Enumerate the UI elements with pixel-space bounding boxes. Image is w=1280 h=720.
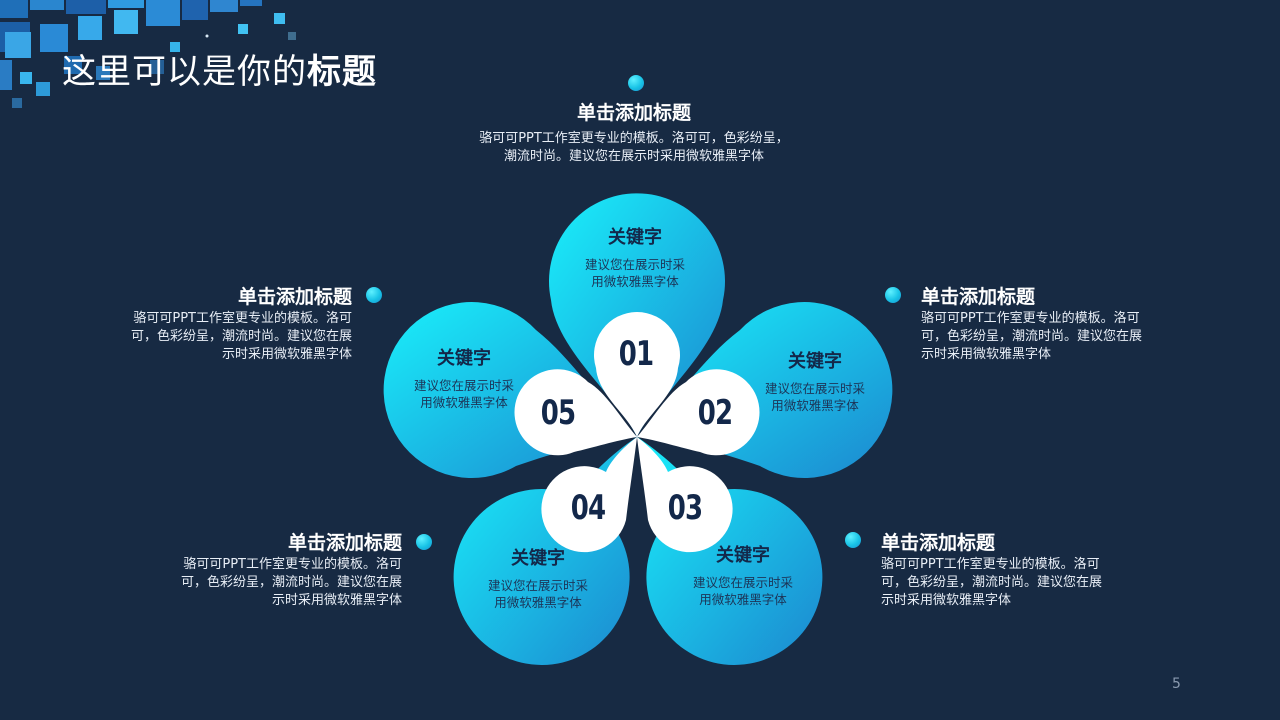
number-drop-03 <box>637 437 733 553</box>
text-block-left-lower-line1: 骆可可PPT工作室更专业的模板。洛可 <box>183 557 402 572</box>
petal-3-desc-line2: 用微软雅黑字体 <box>699 592 787 607</box>
text-block-left-lower-heading[interactable]: 单击添加标题 <box>287 532 402 554</box>
text-block-right-lower-line2: 可，色彩纷呈，潮流时尚。建议您在展 <box>881 575 1103 590</box>
petal-5-desc-line1: 建议您在展示时采 <box>413 378 514 393</box>
petal-number-04: 04 <box>570 488 606 528</box>
number-drop-05 <box>514 369 637 456</box>
petal-number-01: 01 <box>618 334 654 374</box>
text-block-left-lower-line2: 可，色彩纷呈，潮流时尚。建议您在展 <box>180 575 402 590</box>
petal-3-desc-line1: 建议您在展示时采 <box>692 575 793 590</box>
bullet-dot-left-upper <box>366 287 382 303</box>
decorative-pixel-squares <box>0 0 296 108</box>
petal-number-03: 03 <box>667 488 703 528</box>
number-drop-01 <box>594 312 680 437</box>
bullet-dot-right-lower <box>845 532 861 548</box>
petal-4-desc-line2: 用微软雅黑字体 <box>494 595 582 610</box>
text-block-left-upper-line1: 骆可可PPT工作室更专业的模板。洛可 <box>133 311 352 326</box>
petal-3-keyword: 关键字 <box>716 545 770 566</box>
petal-1-keyword: 关键字 <box>608 227 662 248</box>
petal-4-desc-line1: 建议您在展示时采 <box>487 578 588 593</box>
text-block-right-upper-line3: 示时采用微软雅黑字体 <box>921 347 1052 362</box>
text-block-left-lower: 单击添加标题 骆可可PPT工作室更专业的模板。洛可可，色彩纷呈，潮流时尚。建议您… <box>142 530 402 610</box>
petal-2-desc-line2: 用微软雅黑字体 <box>771 398 859 413</box>
number-drop-02 <box>637 369 760 456</box>
petal-2-keyword: 关键字 <box>788 351 842 372</box>
petal-4-keyword: 关键字 <box>511 548 565 569</box>
text-block-right-upper: 单击添加标题 骆可可PPT工作室更专业的模板。洛可可，色彩纷呈，潮流时尚。建议您… <box>921 284 1191 364</box>
petal-2-desc-line1: 建议您在展示时采 <box>764 381 865 396</box>
page-number: 5 <box>1172 676 1181 692</box>
text-block-right-lower: 单击添加标题 骆可可PPT工作室更专业的模板。洛可可，色彩纷呈，潮流时尚。建议您… <box>881 530 1151 610</box>
text-block-right-lower-line1: 骆可可PPT工作室更专业的模板。洛可 <box>881 557 1100 572</box>
bullet-dot-left-lower <box>416 534 432 550</box>
text-block-left-upper: 单击添加标题 骆可可PPT工作室更专业的模板。洛可可，色彩纷呈，潮流时尚。建议您… <box>92 284 352 364</box>
text-block-right-lower-line3: 示时采用微软雅黑字体 <box>881 593 1012 608</box>
text-block-top-heading[interactable]: 单击添加标题 <box>576 102 691 124</box>
petal-5-keyword-block: 关键字 建议您在展示时采用微软雅黑字体 <box>384 347 544 411</box>
petal-5-keyword: 关键字 <box>437 348 491 369</box>
text-block-left-upper-heading[interactable]: 单击添加标题 <box>237 286 352 308</box>
text-block-top: 单击添加标题 骆可可PPT工作室更专业的模板。洛可可，色彩纷呈， 潮流时尚。建议您… <box>434 100 834 166</box>
petal-1-desc-line1: 建议您在展示时采 <box>584 257 685 272</box>
bullet-dot-top <box>628 75 644 91</box>
text-block-right-upper-line1: 骆可可PPT工作室更专业的模板。洛可 <box>921 311 1140 326</box>
text-block-right-upper-line2: 可，色彩纷呈，潮流时尚。建议您在展 <box>921 329 1143 344</box>
text-block-left-lower-line3: 示时采用微软雅黑字体 <box>271 593 402 608</box>
petal-1-desc-line2: 用微软雅黑字体 <box>591 274 679 289</box>
slide-title: 这里可以是你的标题 <box>62 44 377 93</box>
petal-number-05: 05 <box>540 393 576 433</box>
text-block-right-lower-heading[interactable]: 单击添加标题 <box>881 532 996 554</box>
text-block-top-line1: 骆可可PPT工作室更专业的模板。洛可可，色彩纷呈， <box>479 131 789 146</box>
text-block-right-upper-heading[interactable]: 单击添加标题 <box>921 286 1036 308</box>
text-block-top-line2: 潮流时尚。建议您在展示时采用微软雅黑字体 <box>503 149 764 164</box>
text-block-left-upper-line2: 可，色彩纷呈，潮流时尚。建议您在展 <box>130 329 352 344</box>
petal-5-desc-line2: 用微软雅黑字体 <box>420 395 508 410</box>
petal-4-keyword-block: 关键字 建议您在展示时采用微软雅黑字体 <box>458 547 618 611</box>
petal-number-02: 02 <box>697 393 733 433</box>
title-bold-text: 标题 <box>307 52 377 92</box>
petal-2-keyword-block: 关键字 建议您在展示时采用微软雅黑字体 <box>735 350 895 414</box>
text-block-left-upper-line3: 示时采用微软雅黑字体 <box>221 347 352 362</box>
title-light-text: 这里可以是你的 <box>62 52 307 92</box>
petal-1-keyword-block: 关键字 建议您在展示时采用微软雅黑字体 <box>555 226 715 290</box>
number-drop-04 <box>541 437 637 553</box>
petal-3-keyword-block: 关键字 建议您在展示时采用微软雅黑字体 <box>663 544 823 608</box>
bullet-dot-right-upper <box>885 287 901 303</box>
